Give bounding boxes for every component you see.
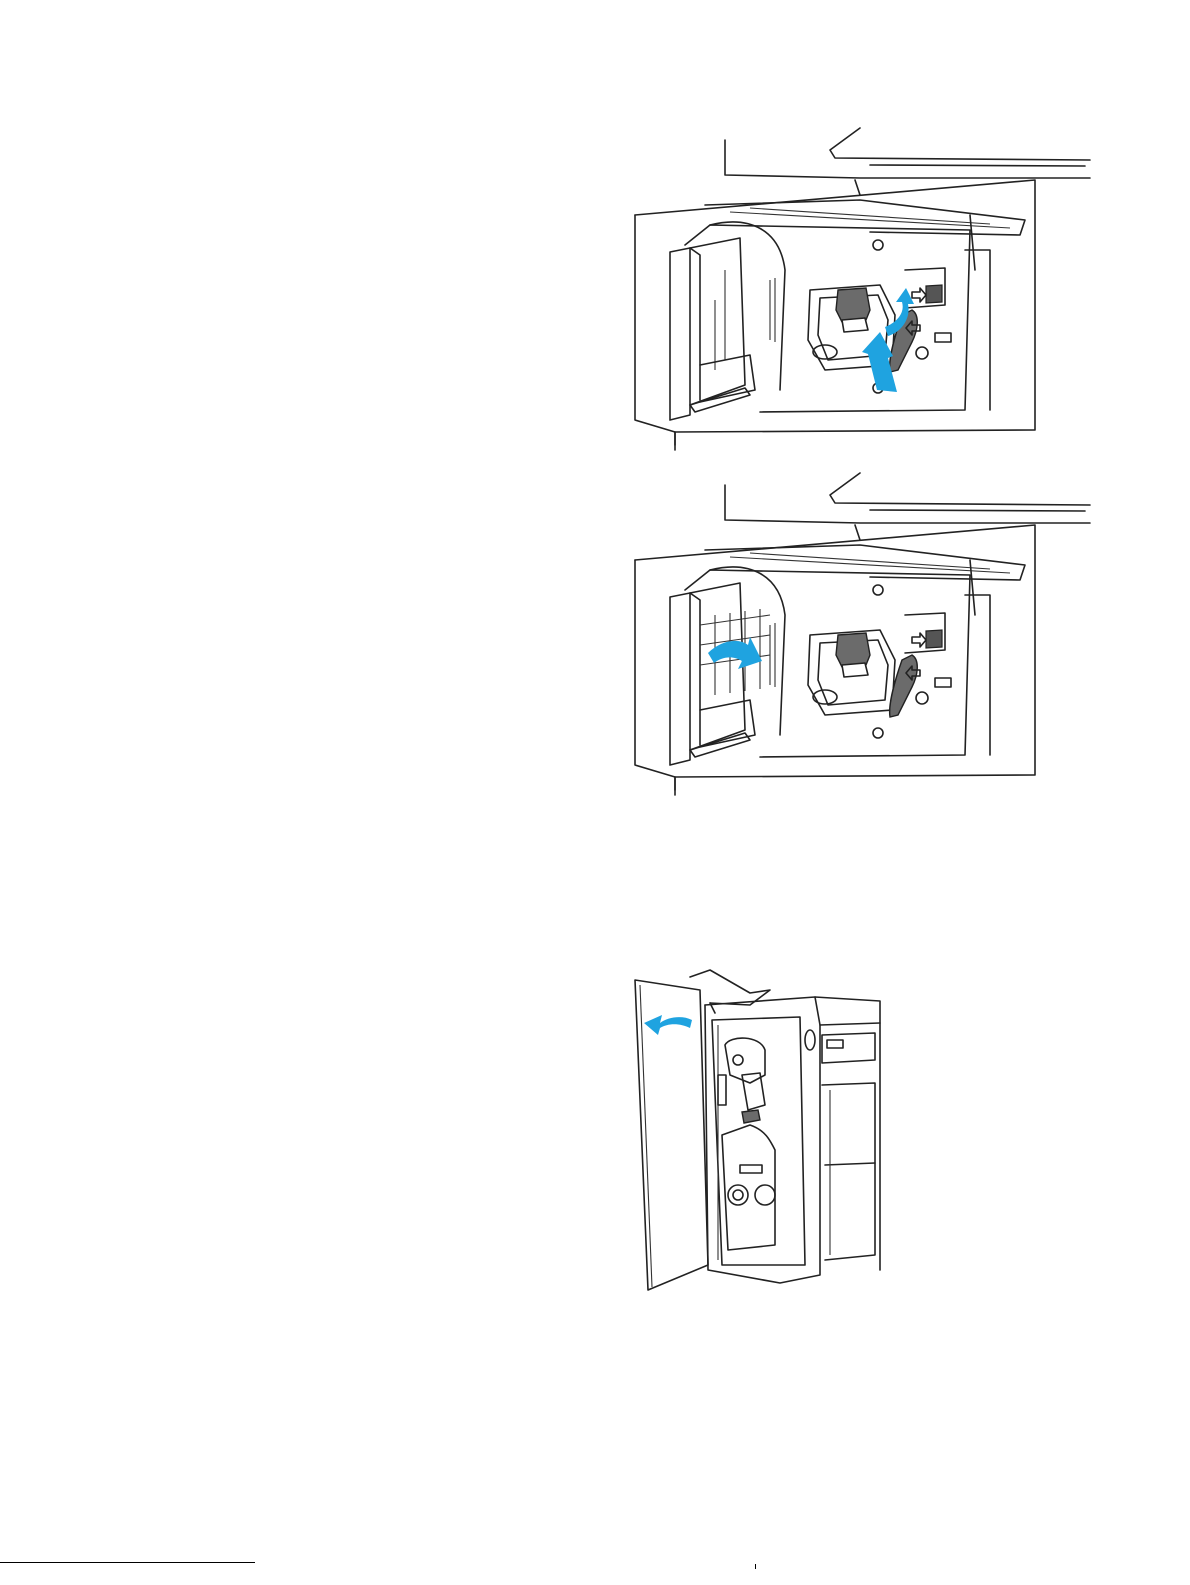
footer-tick (755, 1564, 756, 1569)
illustration-insert-staple-cartridge (630, 120, 1100, 455)
footer-rule (0, 1562, 255, 1563)
curved-close-arrow-icon (708, 637, 762, 669)
illustration-close-stapler-door (630, 465, 1100, 800)
illustration-close-finisher-front-door (630, 965, 890, 1295)
